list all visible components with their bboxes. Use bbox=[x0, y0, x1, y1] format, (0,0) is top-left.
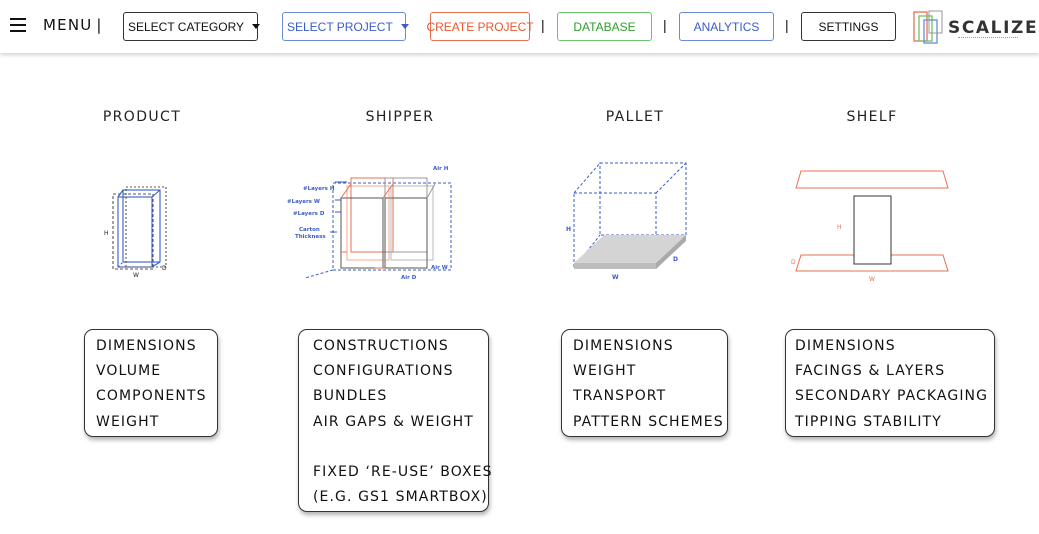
shelf-label-h: H bbox=[837, 224, 842, 231]
nav-separator: | bbox=[541, 17, 545, 33]
shipper-label-thickness: Thickness bbox=[295, 234, 326, 240]
feature-line: FIXED ‘RE-USE’ BOXES bbox=[313, 463, 493, 480]
feature-line: WEIGHT bbox=[96, 413, 160, 430]
shipper-label-layers-d: #Layers D bbox=[293, 211, 325, 217]
shelf-diagram: H D W bbox=[791, 170, 949, 283]
feature-line: DIMENSIONS bbox=[573, 338, 674, 354]
settings-button[interactable]: SETTINGS bbox=[801, 12, 896, 41]
scalize-logo-icon bbox=[913, 10, 943, 44]
feature-line: CONFIGURATIONS bbox=[313, 363, 454, 380]
logo-tagline bbox=[958, 37, 1018, 39]
column-title-shipper: SHIPPER bbox=[365, 109, 435, 125]
pallet-label-d: D bbox=[673, 256, 678, 263]
nav-separator: | bbox=[785, 17, 789, 33]
select-project-label: SELECT PROJECT bbox=[287, 19, 393, 34]
feature-line: WEIGHT bbox=[573, 363, 637, 380]
pallet-label-h: H bbox=[566, 226, 571, 233]
feature-line bbox=[313, 438, 479, 463]
feature-line: (E.G. GS1 SMARTBOX) bbox=[313, 489, 488, 506]
shelf-features-card: DIMENSIONS FACINGS & LAYERS SECONDARY PA… bbox=[785, 329, 995, 437]
top-nav-bar: MENU| SELECT CATEGORY SELECT PROJECT CRE… bbox=[0, 0, 1039, 53]
product-label-w: W bbox=[133, 272, 139, 279]
menu-label: MENU bbox=[43, 16, 93, 34]
pallet-label-w: W bbox=[612, 274, 619, 281]
select-project-dropdown[interactable]: SELECT PROJECT bbox=[282, 12, 409, 41]
product-diagram: H W D bbox=[104, 186, 167, 279]
shipper-label-carton: Carton bbox=[299, 227, 320, 233]
column-title-pallet: PALLET bbox=[605, 109, 665, 125]
select-category-dropdown[interactable]: SELECT CATEGORY bbox=[123, 12, 261, 41]
pallet-features-card: DIMENSIONS WEIGHT TRANSPORT PATTERN SCHE… bbox=[561, 329, 728, 437]
shelf-label-d: D bbox=[791, 259, 796, 266]
hamburger-menu-icon[interactable] bbox=[10, 18, 26, 32]
shipper-label-layers-h: #Layers H bbox=[303, 186, 335, 192]
caret-down-icon bbox=[252, 24, 261, 29]
feature-line: VOLUME bbox=[96, 363, 162, 380]
shipper-features-card: CONSTRUCTIONS CONFIGURATIONS BUNDLES AIR… bbox=[298, 329, 493, 512]
shipper-label-layers-w: #Layers W bbox=[287, 199, 320, 205]
feature-line: DIMENSIONS bbox=[795, 338, 896, 354]
shipper-label-air-d: Air D bbox=[401, 275, 417, 281]
create-project-label: CREATE PROJECT bbox=[426, 19, 534, 34]
product-label-d: D bbox=[162, 265, 167, 272]
shipper-diagram: #Layers H #Layers W #Layers D Carton Thi… bbox=[287, 166, 452, 281]
select-category-label: SELECT CATEGORY bbox=[128, 19, 245, 34]
feature-line: PATTERN SCHEMES bbox=[573, 413, 724, 430]
feature-line: CONSTRUCTIONS bbox=[313, 338, 449, 354]
nav-separator: | bbox=[663, 17, 667, 33]
feature-line: BUNDLES bbox=[313, 388, 388, 405]
feature-line: SECONDARY PACKAGING bbox=[795, 388, 989, 405]
product-label-h: H bbox=[104, 230, 109, 237]
feature-line: FACINGS & LAYERS bbox=[795, 363, 946, 380]
feature-line: TIPPING STABILITY bbox=[795, 413, 942, 430]
menu-separator: | bbox=[96, 16, 103, 34]
shipper-label-air-h: Air H bbox=[433, 166, 449, 172]
analytics-label: ANALYTICS bbox=[693, 19, 760, 34]
pallet-diagram: H W D bbox=[566, 162, 687, 281]
feature-line: AIR GAPS & WEIGHT bbox=[313, 413, 474, 430]
scalize-logo[interactable]: SCALIZE bbox=[911, 9, 1037, 45]
feature-line: DIMENSIONS bbox=[96, 338, 197, 354]
feature-line: COMPONENTS bbox=[96, 388, 207, 405]
column-title-product: PRODUCT bbox=[102, 109, 182, 125]
logo-text: SCALIZE bbox=[948, 18, 1039, 38]
create-project-button[interactable]: CREATE PROJECT bbox=[426, 12, 534, 41]
feature-line: TRANSPORT bbox=[573, 388, 667, 405]
database-button[interactable]: DATABASE bbox=[557, 12, 652, 41]
menu-button[interactable]: MENU| bbox=[43, 16, 103, 34]
analytics-button[interactable]: ANALYTICS bbox=[679, 12, 774, 41]
shelf-label-w: W bbox=[869, 276, 875, 283]
settings-label: SETTINGS bbox=[818, 19, 879, 34]
column-title-shelf: SHELF bbox=[846, 109, 898, 125]
caret-down-icon bbox=[400, 24, 409, 29]
shipper-label-air-w: Air W bbox=[431, 265, 448, 271]
database-label: DATABASE bbox=[573, 19, 636, 34]
product-features-card: DIMENSIONS VOLUME COMPONENTS WEIGHT bbox=[84, 329, 218, 437]
